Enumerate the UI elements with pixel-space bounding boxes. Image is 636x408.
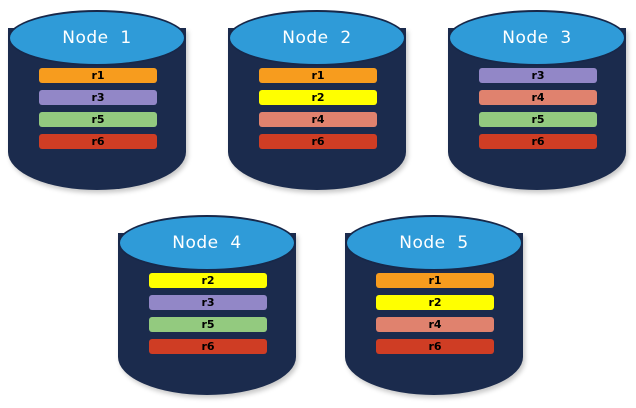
replica-bar[interactable]: r2	[149, 273, 267, 288]
replica-label: r2	[201, 274, 215, 287]
replica-label: r6	[311, 135, 325, 148]
replica-label: r6	[531, 135, 545, 148]
replica-label: r3	[201, 296, 215, 309]
replica-bar[interactable]: r2	[376, 295, 494, 310]
replica-label: r5	[531, 113, 545, 126]
replica-bar[interactable]: r6	[479, 134, 597, 149]
replica-bar[interactable]: r6	[39, 134, 157, 149]
replica-label: r4	[531, 91, 545, 104]
replica-bar[interactable]: r1	[39, 68, 157, 83]
replica-bar[interactable]: r6	[376, 339, 494, 354]
replica-label: r6	[201, 340, 215, 353]
replica-bar[interactable]: r4	[479, 90, 597, 105]
replica-bar[interactable]: r3	[39, 90, 157, 105]
cylinder-top-ellipse	[228, 10, 406, 66]
replica-bar[interactable]: r3	[479, 68, 597, 83]
replica-label: r2	[311, 91, 325, 104]
replica-bar[interactable]: r3	[149, 295, 267, 310]
cylinder-top-ellipse	[8, 10, 186, 66]
replica-label: r5	[91, 113, 105, 126]
replica-bar[interactable]: r5	[479, 112, 597, 127]
replica-bar[interactable]: r4	[376, 317, 494, 332]
replica-label: r1	[428, 274, 442, 287]
cylinder-top-ellipse	[118, 215, 296, 271]
replica-label: r3	[91, 91, 105, 104]
replica-bar[interactable]: r1	[259, 68, 377, 83]
replica-label: r4	[311, 113, 325, 126]
replica-label: r6	[428, 340, 442, 353]
replica-list: r1 r2 r4 r6	[259, 68, 377, 149]
replica-label: r1	[91, 69, 105, 82]
replica-label: r6	[91, 135, 105, 148]
cylinder-top-ellipse	[345, 215, 523, 271]
replica-label: r2	[428, 296, 442, 309]
replica-bar[interactable]: r2	[259, 90, 377, 105]
replica-label: r1	[311, 69, 325, 82]
replica-label: r5	[201, 318, 215, 331]
replica-bar[interactable]: r6	[259, 134, 377, 149]
replica-list: r1 r2 r4 r6	[376, 273, 494, 354]
replica-bar[interactable]: r4	[259, 112, 377, 127]
replica-list: r2 r3 r5 r6	[149, 273, 267, 354]
replica-list: r1 r3 r5 r6	[39, 68, 157, 149]
replica-bar[interactable]: r6	[149, 339, 267, 354]
replica-bar[interactable]: r5	[39, 112, 157, 127]
replica-label: r3	[531, 69, 545, 82]
replica-list: r3 r4 r5 r6	[479, 68, 597, 149]
replica-label: r4	[428, 318, 442, 331]
cylinder-top-ellipse	[448, 10, 626, 66]
replica-bar[interactable]: r5	[149, 317, 267, 332]
replica-bar[interactable]: r1	[376, 273, 494, 288]
